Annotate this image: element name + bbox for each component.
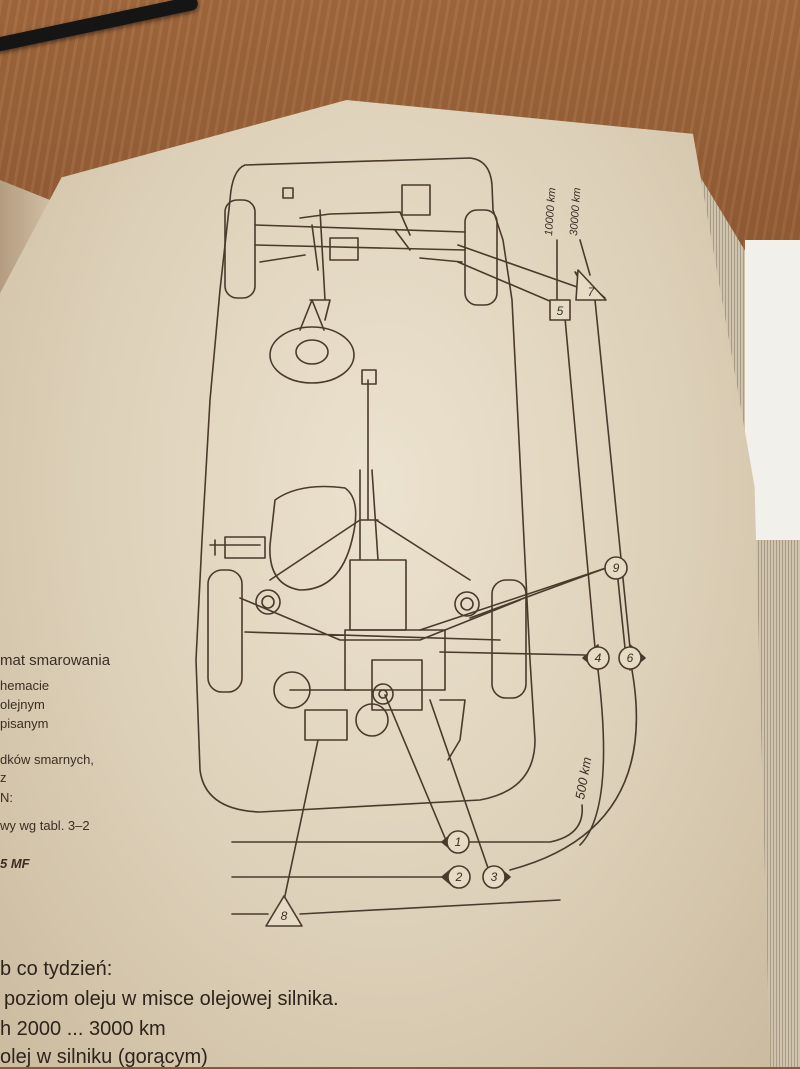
small-square [282, 187, 294, 199]
body-line: h 2000 ... 3000 km [0, 1018, 166, 1040]
book-page [0, 100, 770, 1067]
rear-right-wheel [491, 579, 527, 699]
marker-6-label: 6 [627, 651, 634, 665]
body-line: poziom oleju w misce olejowej silnika. [4, 988, 339, 1010]
marker-9-label: 9 [613, 561, 620, 575]
marker-2 [441, 865, 471, 889]
brake-reservoir [401, 184, 431, 216]
interval-line-30000 [579, 239, 591, 276]
legend-line: 5 MF [0, 856, 30, 871]
marker-4-label: 4 [595, 651, 602, 665]
legend-line: z [0, 770, 7, 785]
legend-line: olejnym [0, 697, 45, 712]
marker-8 [265, 895, 303, 927]
car-body-outline [195, 157, 536, 813]
marker-1-label: 1 [455, 835, 462, 849]
interval-label-500: 500 km [572, 756, 594, 801]
steering-column [309, 209, 331, 321]
interval-label-30000: 30000 km [568, 187, 583, 236]
front-left-wheel [224, 199, 256, 299]
marker-3 [482, 865, 511, 889]
steering-linkage [299, 211, 411, 251]
engine-block [349, 559, 407, 631]
marker-7 [574, 269, 607, 301]
marker-7-label: 7 [588, 285, 596, 299]
gear-lever [359, 379, 379, 521]
marker-4 [582, 644, 610, 671]
marker-6 [618, 644, 646, 671]
marker-5-label: 5 [557, 304, 564, 318]
rear-left-wheel [207, 569, 243, 693]
fuel-tank [269, 485, 357, 591]
legend-line: pisanym [0, 716, 49, 731]
legend-line: N: [0, 790, 13, 805]
marker-1 [441, 830, 470, 854]
body-line: b co tydzień: [0, 958, 113, 980]
marker-5 [549, 299, 571, 321]
legend-title: mat smarowania [0, 652, 111, 669]
steering-wheel [269, 326, 355, 384]
steering-box [329, 237, 359, 261]
gearbox [344, 629, 446, 691]
marker-2-label: 2 [455, 870, 463, 884]
legend-line: wy wg tabl. 3–2 [0, 818, 90, 833]
marker-9 [604, 556, 628, 580]
body-line: olej w silniku (gorącym) [0, 1046, 208, 1068]
marker-8-label: 8 [281, 909, 288, 923]
legend-line: dków smarnych, [0, 752, 94, 767]
interval-line-500 [469, 804, 583, 843]
marker-3-label: 3 [491, 870, 498, 884]
front-right-wheel [464, 209, 498, 306]
interval-label-10000: 10000 km [543, 187, 558, 236]
front-axle [254, 224, 466, 263]
rear-suspension [239, 597, 521, 641]
legend-line: hemacie [0, 678, 50, 693]
